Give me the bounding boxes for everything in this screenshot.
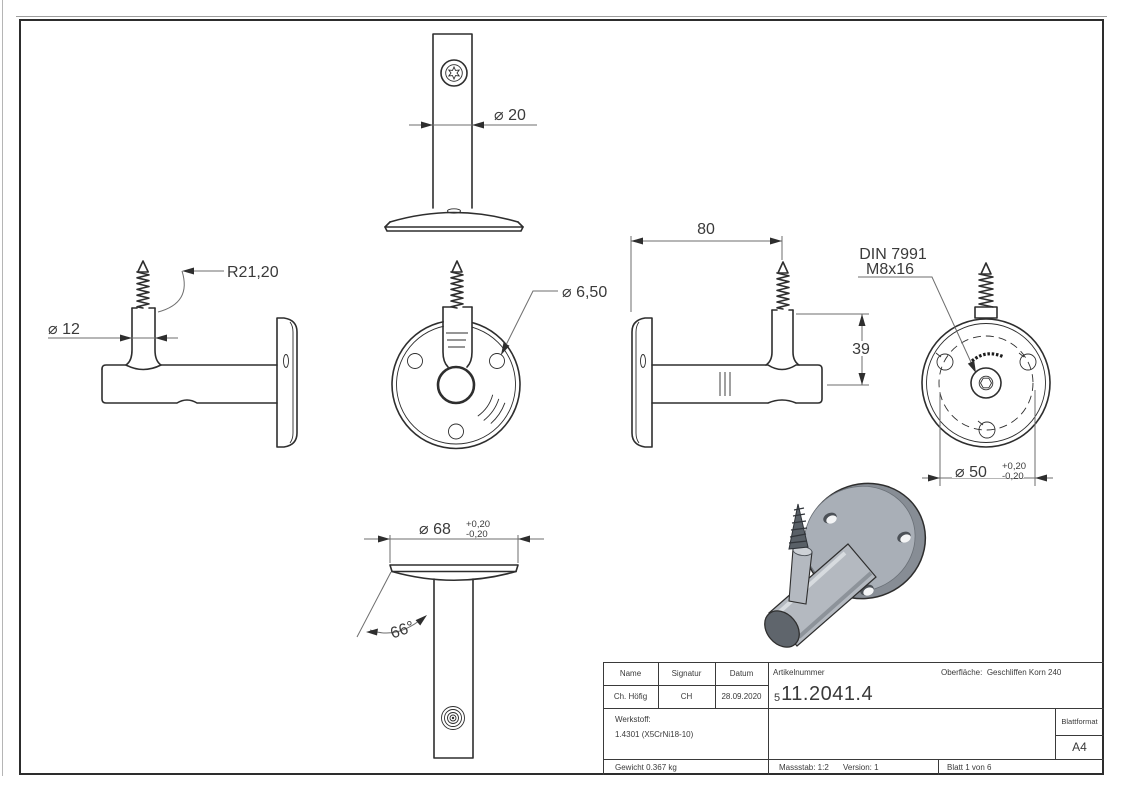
signatur-header-cell: Signatur <box>671 669 702 678</box>
signatur-value: CH <box>680 692 693 701</box>
title-block: Name Signatur Datum Ch. Höfig CH 28.09.2… <box>603 662 1104 775</box>
dim-label-dia50-tol-minus: -0,20 <box>1002 471 1024 482</box>
plate-holes-3d <box>823 512 911 596</box>
dim-80: 80 <box>630 221 783 312</box>
dim-label-80: 80 <box>697 221 715 238</box>
blatt: Blatt 1 von 6 <box>947 763 992 772</box>
dim-label-dia68-tol-plus: +0,20 <box>466 519 490 530</box>
dim-dia50: ⌀ 50 +0,20 -0,20 <box>922 390 1053 486</box>
view-front: ⌀ 6,50 <box>391 260 607 450</box>
view-top: ⌀ 20 <box>384 33 537 232</box>
view-bottom: ⌀ 68 +0,20 -0,20 66° <box>356 519 544 759</box>
hex-socket-icon <box>979 377 993 389</box>
engraving-mark <box>970 352 1005 363</box>
dim-66deg: 66° <box>356 571 427 643</box>
view-back: DIN 7991 M8x16 ⌀ 50 +0,20 -0,20 <box>858 246 1053 486</box>
datum-value: 28.09.2020 <box>721 692 762 701</box>
dim-dia650: ⌀ 6,50 <box>500 284 607 356</box>
drawing-frame <box>19 19 1104 775</box>
view-isometric <box>764 482 927 648</box>
dim-dia68: ⌀ 68 +0,20 -0,20 <box>364 519 544 563</box>
oberflaeche-label: Oberfläche: <box>941 668 983 677</box>
dim-dia12: ⌀ 12 <box>48 321 178 342</box>
name-value: Ch. Höfig <box>613 692 648 701</box>
artikelnummer-label: Artikelnummer <box>773 668 825 677</box>
dim-label-dia50: ⌀ 50 <box>955 464 987 481</box>
oberflaeche-value: Geschliffen Korn 240 <box>986 668 1062 677</box>
dim-r2120: R21,20 <box>157 264 279 313</box>
view-side-right: 80 39 <box>630 221 875 448</box>
datum-header-cell: Datum <box>729 669 754 678</box>
dim-label-66deg: 66° <box>388 618 417 642</box>
oberflaeche: Oberfläche: Geschliffen Korn 240 <box>941 668 1061 677</box>
dim-label-din7991: DIN 7991 <box>859 246 927 263</box>
dim-label-dia50-tol-plus: +0,20 <box>1002 461 1026 472</box>
dim-din7991: DIN 7991 M8x16 <box>858 246 976 373</box>
blattformat-label: Blattformat <box>1061 717 1098 726</box>
view-side-left: R21,20 ⌀ 12 <box>48 260 298 448</box>
blattformat-value: A4 <box>1072 740 1087 754</box>
screw-3d <box>788 503 809 550</box>
torx-icon <box>447 65 461 81</box>
name-header-cell: Name <box>619 669 642 678</box>
dim-39: 39 <box>796 313 875 386</box>
dim-label-dia20: ⌀ 20 <box>494 107 526 124</box>
dim-label-39: 39 <box>852 341 870 358</box>
dim-dia20: ⌀ 20 <box>409 107 537 129</box>
werkstoff-value: 1.4301 (X5CrNi18-10) <box>615 730 694 739</box>
dim-label-dia68-tol-minus: -0,20 <box>466 529 488 540</box>
dim-label-m8x16: M8x16 <box>866 261 914 278</box>
version: Version: 1 <box>843 763 879 772</box>
page-edge-line <box>2 0 3 776</box>
werkstoff-label: Werkstoff: <box>615 715 651 724</box>
massstab: Massstab: 1:2 <box>779 763 829 772</box>
dim-label-dia650: ⌀ 6,50 <box>562 284 607 301</box>
gewicht: Gewicht 0.367 kg <box>615 763 677 772</box>
dim-label-dia68: ⌀ 68 <box>419 521 451 538</box>
frame-shadow <box>16 16 1107 17</box>
dim-label-dia12: ⌀ 12 <box>48 321 80 338</box>
artikelnummer-prefix: 5 <box>774 692 781 704</box>
dim-label-r2120: R21,20 <box>227 264 279 281</box>
artikelnummer-value: 5 11.2041.4 <box>774 683 874 705</box>
